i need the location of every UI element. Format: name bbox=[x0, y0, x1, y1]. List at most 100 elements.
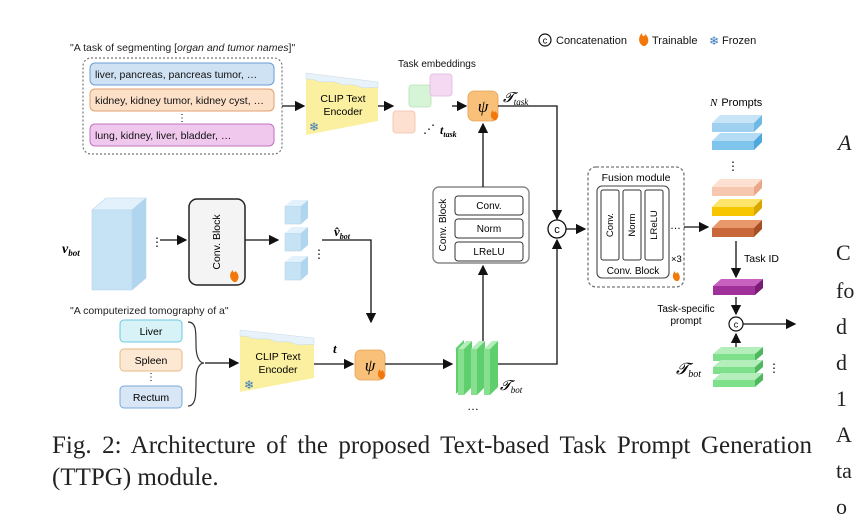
clip-bottom-snowflake-icon: ❄ bbox=[244, 378, 254, 392]
conv-layer-text: Conv. bbox=[476, 201, 501, 212]
fusion-repeat-label: ×3 bbox=[671, 254, 682, 265]
task-specific-prompt-block bbox=[713, 286, 755, 295]
conv-block-left bbox=[188, 198, 246, 286]
organ-items-ellipsis: ⋮ bbox=[146, 372, 156, 383]
trainable-legend-label: Trainable bbox=[652, 35, 697, 47]
v-hat-bot-cubes bbox=[284, 200, 308, 281]
concat-legend-label: Concatenation bbox=[556, 35, 627, 47]
task-item-3 bbox=[89, 123, 275, 147]
task-specific-label-1: Task-specific bbox=[657, 304, 714, 315]
prompt-stack bbox=[712, 115, 762, 237]
organ-brace bbox=[187, 321, 205, 407]
conv-layer bbox=[454, 195, 524, 216]
side-text-5: d bbox=[836, 350, 847, 375]
lrelu-layer bbox=[454, 241, 524, 262]
concat-node-symbol: c bbox=[554, 224, 560, 236]
organ-item-spleen bbox=[119, 348, 183, 372]
concat-final-symbol: c bbox=[734, 320, 739, 330]
psi-top-fire-icon bbox=[490, 110, 498, 120]
task-item-1 bbox=[89, 62, 275, 86]
clip-top-label-2: Encoder bbox=[323, 106, 363, 118]
fusion-lrelu-text: LReLU bbox=[649, 210, 660, 240]
clip-bottom-label-1: CLIP Text bbox=[255, 351, 300, 363]
figure-caption: Fig. 2: Architecture of the proposed Tex… bbox=[52, 432, 812, 491]
psi-bottom-box bbox=[354, 349, 386, 381]
task-items-ellipsis: ⋮ bbox=[177, 113, 187, 124]
norm-layer bbox=[454, 218, 524, 239]
psi-bottom-fire-icon bbox=[377, 369, 385, 379]
task-id-label: Task ID bbox=[744, 253, 779, 265]
side-text-6: 1 bbox=[836, 386, 847, 411]
fusion-block-label: Conv. Block bbox=[607, 266, 661, 277]
task-template-text: "A task of segmenting [organ and tumor n… bbox=[70, 42, 295, 54]
feat-dots: … bbox=[467, 399, 479, 413]
task-emb-dots: ⋰ bbox=[423, 122, 435, 136]
tau-bot-right-dots: ⋮ bbox=[768, 361, 780, 375]
concat-legend-symbol: c bbox=[543, 36, 548, 46]
fusion-module-title: Fusion module bbox=[602, 172, 671, 184]
task-item-3-text: lung, kidney, liver, bladder, … bbox=[95, 130, 231, 142]
organ-item-spleen-text: Spleen bbox=[135, 355, 168, 367]
side-text-2: C bbox=[836, 240, 851, 265]
side-text-3: fo bbox=[836, 278, 855, 303]
organ-item-liver-text: Liver bbox=[140, 326, 163, 338]
conv-block-left-label: Conv. Block bbox=[211, 214, 223, 270]
v-bot-label: vbot bbox=[62, 242, 80, 258]
tau-bot-right-stack bbox=[713, 347, 763, 387]
organ-item-rectum bbox=[119, 385, 183, 409]
norm-layer-text: Norm bbox=[477, 224, 501, 235]
conv-left-fire-icon bbox=[230, 270, 239, 282]
psi-bottom-symbol: ψ bbox=[365, 356, 376, 375]
tau-bot-features bbox=[456, 340, 498, 395]
fusion-fire-icon bbox=[672, 271, 680, 281]
organ-item-rectum-text: Rectum bbox=[133, 392, 169, 404]
psi-top-symbol: ψ bbox=[478, 97, 489, 116]
task-embeddings-label: Task embeddings bbox=[398, 59, 476, 70]
fusion-conv-text: Conv. bbox=[605, 213, 616, 237]
fusion-norm-text: Norm bbox=[627, 213, 638, 236]
fusion-dots: … bbox=[670, 220, 681, 232]
task-prompt-top bbox=[713, 279, 763, 286]
task-specific-label-2: prompt bbox=[670, 316, 701, 327]
snowflake-icon: ❄ bbox=[709, 34, 719, 48]
fusion-lrelu-layer bbox=[644, 189, 664, 261]
side-text-9: o bbox=[836, 494, 847, 519]
side-text-1: A bbox=[838, 130, 852, 155]
v-hat-bot-label: v̂bot bbox=[334, 224, 351, 241]
clip-top-snowflake-icon: ❄ bbox=[309, 120, 319, 134]
fusion-conv-layer bbox=[600, 189, 620, 261]
side-text-4: d bbox=[836, 314, 847, 339]
tau-bot-right-label: 𝓣bot bbox=[676, 361, 701, 380]
legend: c Concatenation Trainable ❄ Frozen bbox=[538, 33, 756, 48]
t-symbol: t bbox=[333, 341, 337, 356]
task-emb-orange bbox=[392, 110, 416, 134]
concat-legend-icon bbox=[538, 33, 552, 47]
frozen-legend-label: Frozen bbox=[722, 35, 756, 47]
task-item-2 bbox=[89, 88, 275, 112]
prompt-dots: ⋮ bbox=[727, 159, 739, 173]
task-emb-green bbox=[408, 84, 432, 108]
clip-bottom-label-2: Encoder bbox=[258, 364, 298, 376]
organ-item-liver bbox=[119, 319, 183, 343]
task-item-1-text: liver, pancreas, pancreas tumor, … bbox=[95, 69, 257, 81]
side-text-8: ta bbox=[836, 458, 852, 483]
task-emb-purple bbox=[429, 73, 453, 97]
task-prompt-side bbox=[755, 279, 763, 295]
v-bot-cube bbox=[91, 197, 147, 291]
fusion-norm-layer bbox=[622, 189, 642, 261]
side-text-7: A bbox=[836, 422, 852, 447]
arrow-v-hat-to-psi bbox=[322, 239, 377, 324]
tau-task-label: 𝓣task bbox=[503, 91, 529, 107]
clip-encoder-bottom: CLIP Text Encoder ❄ bbox=[239, 329, 315, 392]
arrow-tau-bot-to-concat bbox=[498, 238, 563, 365]
task-item-2-text: kidney, kidney tumor, kidney cyst, … bbox=[95, 95, 264, 107]
clip-top-label-1: CLIP Text bbox=[320, 93, 365, 105]
v-bot-dots: ⋮ bbox=[151, 235, 163, 249]
lrelu-layer-text: LReLU bbox=[473, 247, 504, 258]
arrow-tau-task-to-concat bbox=[498, 105, 563, 221]
tau-bot-label: 𝓣bot bbox=[500, 379, 523, 395]
ct-template-text: "A computerized tomography of a" bbox=[70, 305, 229, 317]
t-task-symbol: ttask bbox=[440, 123, 457, 139]
